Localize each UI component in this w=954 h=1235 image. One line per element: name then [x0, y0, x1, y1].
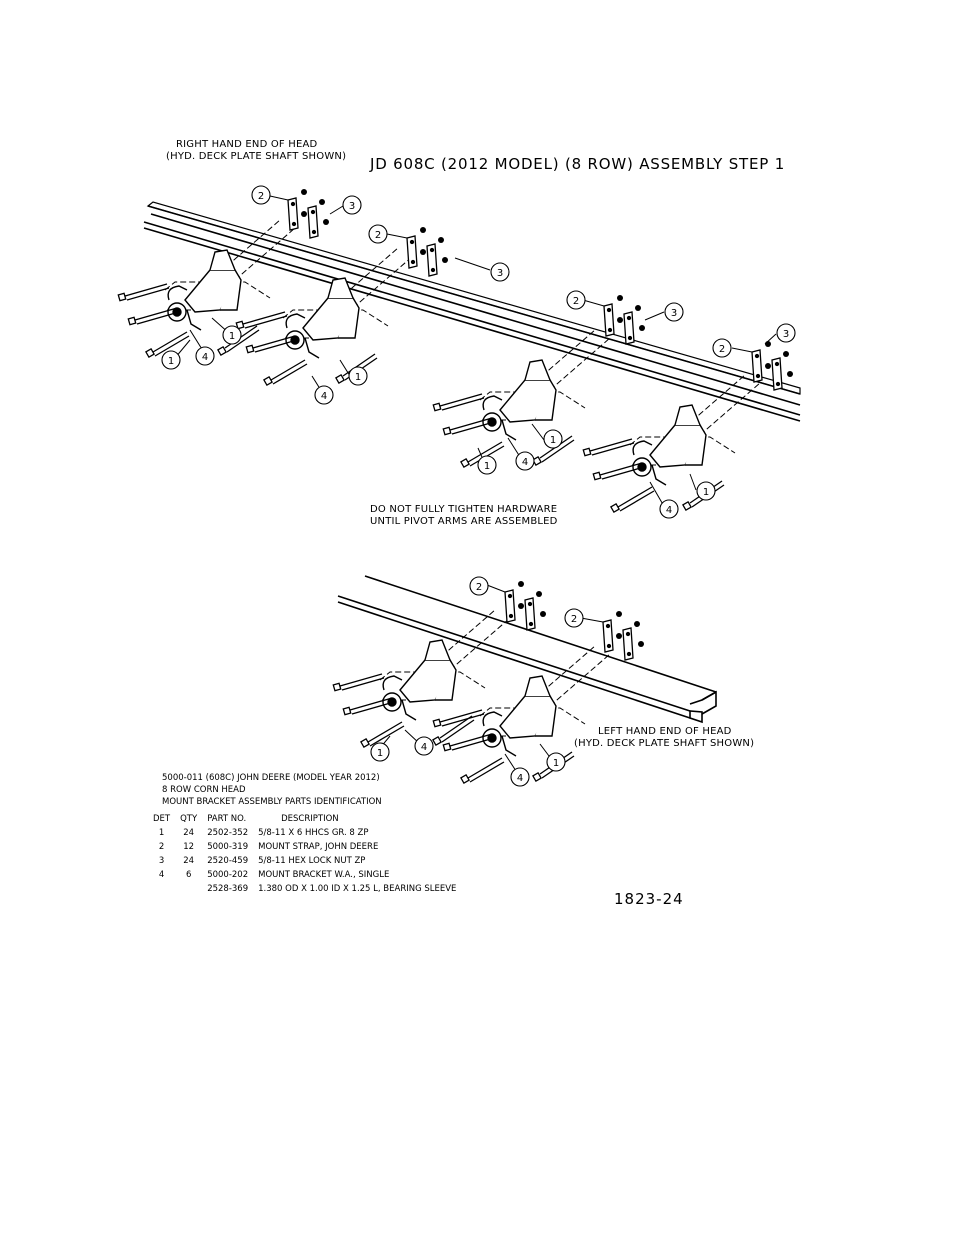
row-description: 1.380 OD X 1.00 ID X 1.25 L, BEARING SLE… — [258, 884, 457, 894]
page-title: JD 608C (2012 MODEL) (8 ROW) ASSEMBLY ST… — [370, 155, 786, 173]
row-part-no: 2502-352 — [207, 828, 249, 838]
svg-text:2: 2 — [573, 296, 579, 307]
lh-end-note-line1: LEFT HAND END OF HEAD — [598, 726, 732, 737]
row-det: 3 — [158, 856, 165, 866]
table-row: 2 12 5000-319 MOUNT STRAP, JOHN DEERE — [148, 840, 461, 854]
svg-text:3: 3 — [497, 268, 503, 279]
row-description: 5/8-11 X 6 HHCS GR. 8 ZP — [258, 828, 369, 838]
table-row: 4 6 5000-202 MOUNT BRACKET W.A., SINGLE — [148, 868, 461, 882]
row-det: 2 — [158, 842, 165, 852]
row-qty — [175, 882, 202, 896]
svg-text:1: 1 — [168, 356, 174, 367]
svg-text:4: 4 — [666, 505, 672, 516]
svg-text:1: 1 — [553, 758, 559, 769]
svg-text:2: 2 — [719, 344, 725, 355]
svg-text:1: 1 — [550, 435, 556, 446]
header-part-no: PART NO. — [207, 814, 247, 824]
row-part-no: 5000-202 — [207, 870, 249, 880]
svg-text:2: 2 — [375, 230, 381, 241]
parts-heading-line2: 8 ROW CORN HEAD — [162, 785, 246, 795]
header-qty: QTY — [180, 814, 198, 824]
table-row: 2528-369 1.380 OD X 1.00 ID X 1.25 L, BE… — [148, 882, 461, 896]
row-qty: 24 — [183, 828, 195, 838]
row-qty: 24 — [183, 856, 195, 866]
svg-text:1: 1 — [229, 331, 235, 342]
drawing-number: 1823-24 — [614, 890, 684, 908]
row-part-no: 5000-319 — [207, 842, 249, 852]
row-det: 1 — [158, 828, 165, 838]
parts-table: DET QTY PART NO. DESCRIPTION 1 24 2502-3… — [148, 812, 461, 896]
row-description: MOUNT BRACKET W.A., SINGLE — [258, 870, 390, 880]
row-qty: 12 — [183, 842, 195, 852]
row-part-no: 2520-459 — [207, 856, 249, 866]
table-row: 1 24 2502-352 5/8-11 X 6 HHCS GR. 8 ZP — [148, 826, 461, 840]
table-row: 3 24 2520-459 5/8-11 HEX LOCK NUT ZP — [148, 854, 461, 868]
row-description: 5/8-11 HEX LOCK NUT ZP — [258, 856, 366, 866]
tighten-note-line1: DO NOT FULLY TIGHTEN HARDWARE — [370, 504, 558, 515]
row-det — [148, 882, 175, 896]
svg-text:3: 3 — [783, 329, 789, 340]
svg-text:3: 3 — [671, 308, 677, 319]
header-det: DET — [153, 814, 171, 824]
row-qty: 6 — [185, 870, 192, 880]
svg-text:2: 2 — [571, 614, 577, 625]
row-det: 4 — [158, 870, 165, 880]
svg-text:4: 4 — [202, 352, 208, 363]
header-description: DESCRIPTION — [281, 814, 339, 824]
svg-text:4: 4 — [517, 773, 523, 784]
tighten-note-line2: UNTIL PIVOT ARMS ARE ASSEMBLED — [370, 516, 558, 527]
parts-heading-line1: 5000-011 (608C) JOHN DEERE (MODEL YEAR 2… — [162, 773, 380, 783]
svg-text:1: 1 — [355, 372, 361, 383]
row-description: MOUNT STRAP, JOHN DEERE — [258, 842, 379, 852]
svg-text:3: 3 — [349, 201, 355, 212]
lh-end-note-line2: (HYD. DECK PLATE SHAFT SHOWN) — [574, 738, 755, 749]
callout-2: 2 — [258, 191, 264, 202]
svg-text:2: 2 — [476, 582, 482, 593]
svg-text:4: 4 — [421, 742, 427, 753]
svg-text:4: 4 — [522, 457, 528, 468]
svg-text:1: 1 — [703, 487, 709, 498]
row-part-no: 2528-369 — [207, 884, 249, 894]
svg-text:1: 1 — [377, 748, 383, 759]
parts-table-header: DET QTY PART NO. DESCRIPTION — [148, 812, 461, 826]
parts-heading-line3: MOUNT BRACKET ASSEMBLY PARTS IDENTIFICAT… — [162, 797, 382, 807]
rh-end-note-line2: (HYD. DECK PLATE SHAFT SHOWN) — [166, 151, 347, 162]
parts-heading: 5000-011 (608C) JOHN DEERE (MODEL YEAR 2… — [162, 772, 382, 808]
svg-text:4: 4 — [321, 391, 327, 402]
rh-end-note-line1: RIGHT HAND END OF HEAD — [176, 139, 318, 150]
svg-text:1: 1 — [484, 461, 490, 472]
